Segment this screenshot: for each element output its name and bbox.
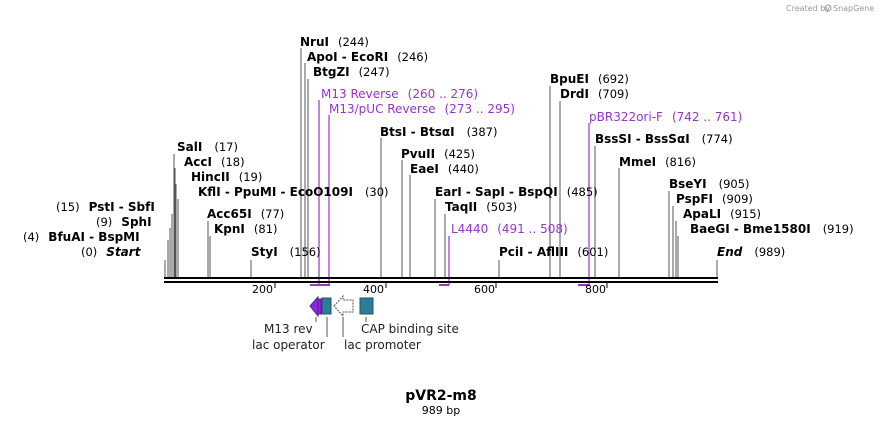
site-label-bpuei: BpuEI(692) [550,72,629,86]
site-label-nrui: NruI(244) [300,35,369,49]
site-label-start: (0)Start [81,245,142,259]
site-label-sali: SalI(17) [177,140,238,154]
features [309,294,374,337]
site-label-hincii: HincII(19) [191,170,262,184]
lac-operator-feature [321,297,332,315]
site-label-sphi: (9)SphI [96,215,152,229]
site-stems [164,48,718,278]
primer-stems [310,100,590,286]
primer-label-l4440: L4440(491 .. 508) [451,222,568,236]
site-label-bseyi: BseYI(905) [669,177,750,191]
site-label-taqii: TaqII(503) [445,200,517,214]
site-label-pcii-afliii: PciI - AflIII(601) [499,245,608,259]
primer-label-pbr322ori-f: pBR322ori-F(742 .. 761) [589,110,742,124]
primer-label-m13-reverse: M13 Reverse(260 .. 276) [321,87,478,101]
lac-promoter-feature [333,294,354,318]
feature-label-cap-binding-site: CAP binding site [361,322,459,336]
site-label-apoi-ecori: ApoI - EcoRI(246) [307,50,428,64]
site-label-styi: StyI(156) [251,245,321,259]
site-label-mmei: MmeI(816) [619,155,696,169]
site-label-pspfi: PspFI(909) [676,192,753,206]
site-label-bfuai-bspmi: (4)BfuAI - BspMI [23,230,140,244]
site-label-pvuii: PvuII(425) [401,147,475,161]
feature-label-lac-operator: lac operator [252,338,325,352]
site-label-drdi: DrdI(709) [560,87,629,101]
site-label-acci: AccI(18) [184,155,245,169]
tick-label-800: 800 [585,283,606,296]
credit-text: Created by [786,4,830,13]
site-label-eari-sapi-bspqi: EarI - SapI - BspQI(485) [435,185,598,199]
credit-brand: SnapGene [833,4,874,13]
backbone [164,277,718,288]
site-label-apali: ApaLI(915) [683,207,761,221]
primer-label-m13puc-reverse: M13/pUC Reverse(273 .. 295) [329,102,515,116]
site-label-eaei: EaeI(440) [410,162,479,176]
site-label-baegi: BaeGI - Bme1580I(919) [690,222,854,236]
m13-rev-feature [309,295,322,318]
site-label-psti-sbfi: (15)PstI - SbfI [56,200,155,214]
site-label-kpni: KpnI(81) [214,222,278,236]
tick-label-200: 200 [252,283,273,296]
site-label-end: End(989) [717,245,785,259]
map-length: 989 bp [422,404,460,417]
snapgene-logo [824,4,832,12]
site-label-acc65i: Acc65I(77) [207,207,284,221]
feature-label-m13-rev: M13 rev [264,322,313,336]
map-title: pVR2-m8 [405,388,477,404]
cap-binding-site-feature [359,297,374,315]
site-label-btgzi: BtgZI(247) [313,65,390,79]
site-label-btsi: BtsI - BtsαI(387) [380,125,498,139]
site-label-bsssi: BssSI - BssSαI(774) [595,132,733,146]
feature-label-lac-promoter: lac promoter [344,338,421,352]
tick-label-600: 600 [474,283,495,296]
site-label-kfli: KflI - PpuMI - EcoO109I(30) [198,185,389,199]
tick-label-400: 400 [363,283,384,296]
